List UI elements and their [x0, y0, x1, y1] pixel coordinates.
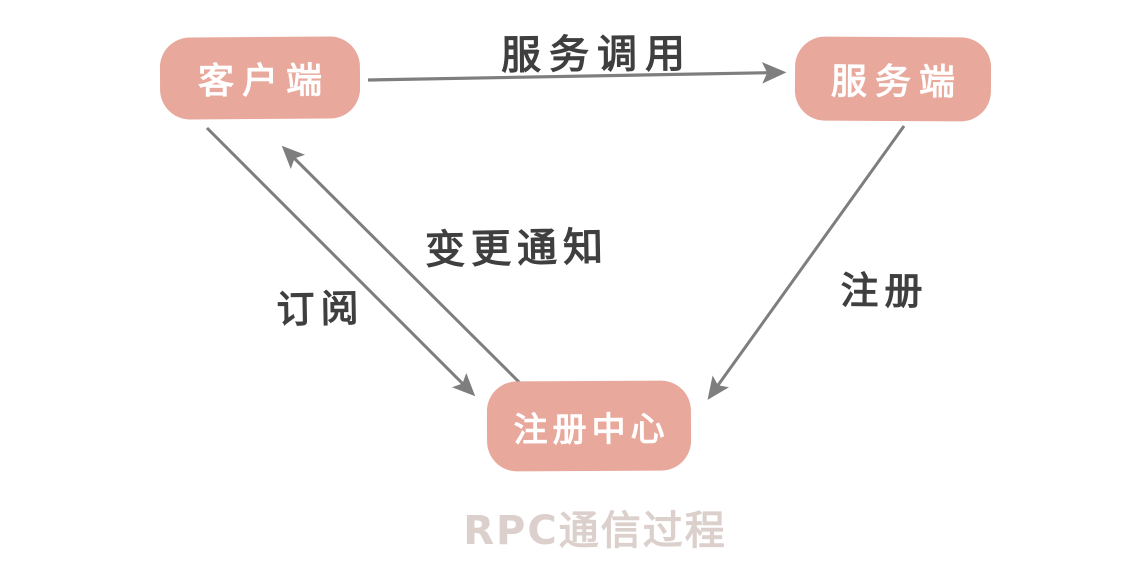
node-registry-label: 注册中心 — [513, 409, 670, 450]
node-server-label: 服务端 — [830, 61, 964, 104]
node-registry: 注册中心 — [486, 380, 692, 472]
edge-change-notify-label: 变更通知 — [424, 224, 610, 274]
diagram-title: RPC通信过程图 — [463, 508, 727, 554]
edge-subscribe-label: 订阅 — [276, 286, 365, 332]
edge-subscribe-arrow — [205, 126, 476, 397]
node-client: 客户端 — [159, 36, 361, 120]
node-server: 服务端 — [794, 36, 992, 122]
edge-service-call-arrow — [367, 62, 787, 84]
edge-service-call-label: 服务调用 — [500, 31, 694, 79]
edge-change-notify-arrow — [281, 145, 523, 386]
edge-register-arrow — [707, 125, 906, 400]
edge-register-label: 注册 — [840, 268, 929, 314]
node-client-label: 客户端 — [197, 60, 331, 103]
